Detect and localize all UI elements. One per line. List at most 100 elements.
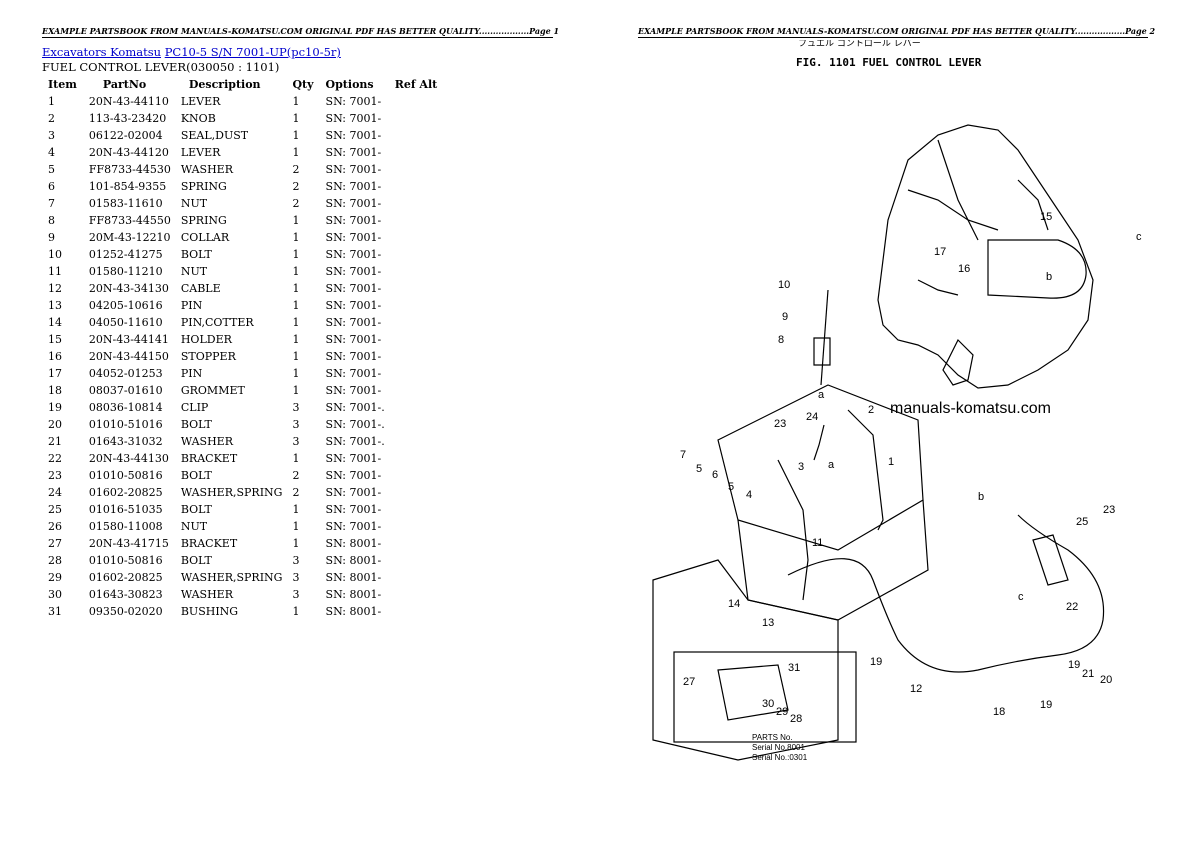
cell-item: 30: [48, 588, 62, 601]
cell-item: 11: [48, 265, 62, 278]
cell-qty: 1: [292, 316, 300, 329]
cell-partno: 06122-02004: [88, 129, 163, 142]
cell-description: WASHER,SPRING: [180, 486, 283, 499]
cell-qty: 3: [292, 418, 300, 431]
cell-qty: 3: [292, 435, 300, 448]
cell-description: BRACKET: [180, 452, 238, 465]
cell-partno: 20M-43-12210: [88, 231, 171, 244]
inset-note-line1: PARTS No.: [752, 733, 793, 742]
page-title: FUEL CONTROL LEVER(030050 : 1101): [42, 60, 280, 74]
callout: 7: [680, 449, 686, 461]
engine-foot: [942, 338, 974, 386]
cell-partno: FF8733-44550: [88, 214, 171, 227]
cell-ref-alt: [389, 365, 444, 382]
cell-item: 26: [48, 520, 62, 533]
cell-ref-alt: [389, 93, 444, 110]
cell-qty: 1: [292, 214, 300, 227]
cell-qty: 1: [292, 265, 300, 278]
callout: a: [818, 389, 825, 401]
cell-partno: 04050-11610: [88, 316, 163, 329]
callout: 29: [776, 706, 788, 718]
cell-qty: 1: [292, 231, 300, 244]
cell-description: GROMMET: [180, 384, 245, 397]
cell-partno: 20N-43-34130: [88, 282, 169, 295]
cell-description: SEAL,DUST: [180, 129, 249, 142]
cell-partno: 01010-50816: [88, 469, 163, 482]
callout: c: [1136, 231, 1142, 243]
cell-partno: 20N-43-44141: [88, 333, 169, 346]
cell-ref-alt: [389, 263, 444, 280]
cell-ref-alt: [389, 161, 444, 178]
cell-options: SN: 7001-.: [325, 435, 385, 448]
breadcrumb-link-category[interactable]: Excavators Komatsu: [42, 45, 162, 59]
breadcrumb-link-model[interactable]: PC10-5 S/N 7001-UP(pc10-5r): [164, 45, 341, 59]
callout: 1: [888, 456, 894, 468]
callout: 23: [1103, 504, 1115, 516]
cell-description: PIN: [180, 299, 203, 312]
callout: 19: [870, 656, 882, 668]
cell-item: 10: [48, 248, 62, 261]
cell-qty: 2: [292, 197, 300, 210]
cell-ref-alt: [389, 399, 444, 416]
cell-qty: 1: [292, 146, 300, 159]
cell-description: WASHER: [180, 163, 233, 176]
callout: 9: [782, 311, 788, 323]
cell-partno: 01643-30823: [88, 588, 163, 601]
cell-description: COLLAR: [180, 231, 230, 244]
cell-item: 21: [48, 435, 62, 448]
cell-item: 17: [48, 367, 62, 380]
cell-ref-alt: [389, 603, 444, 620]
cell-qty: 1: [292, 520, 300, 533]
col-options: Options: [325, 78, 374, 91]
engine-detail-line: [917, 279, 959, 296]
cell-ref-alt: [389, 297, 444, 314]
cell-options: SN: 7001-: [325, 333, 382, 346]
cell-ref-alt: [389, 518, 444, 535]
cell-options: SN: 7001-: [325, 95, 382, 108]
callout: 10: [778, 279, 790, 291]
cell-partno: 20N-43-41715: [88, 537, 169, 550]
cell-options: SN: 7001-: [325, 163, 382, 176]
callout: 19: [1040, 699, 1052, 711]
page1-header: EXAMPLE PARTSBOOK FROM MANUALS-KOMATSU.C…: [42, 26, 560, 38]
figure-title: FIG. 1101 FUEL CONTROL LEVER: [796, 56, 982, 69]
cell-qty: 1: [292, 299, 300, 312]
base-plate: [652, 559, 839, 761]
cell-ref-alt: [389, 535, 444, 552]
cell-qty: 1: [292, 503, 300, 516]
col-item: Item: [48, 78, 77, 91]
cell-options: SN: 8001-: [325, 554, 382, 567]
callout: 19: [1068, 659, 1080, 671]
cell-ref-alt: [389, 552, 444, 569]
callout: 15: [1040, 211, 1052, 223]
cell-qty: 1: [292, 537, 300, 550]
cell-item: 13: [48, 299, 62, 312]
cell-description: BUSHING: [180, 605, 239, 618]
cell-ref-alt: [389, 331, 444, 348]
cell-description: WASHER: [180, 435, 233, 448]
cell-qty: 1: [292, 605, 300, 618]
cell-qty: 1: [292, 333, 300, 346]
inset-box: [673, 651, 857, 743]
watermark: manuals-komatsu.com: [890, 400, 1051, 417]
cell-partno: 20N-43-44150: [88, 350, 169, 363]
callout: 25: [1076, 516, 1088, 528]
cell-item: 23: [48, 469, 62, 482]
callout: b: [978, 491, 984, 503]
cell-options: SN: 7001-: [325, 520, 382, 533]
cell-partno: 20N-43-44130: [88, 452, 169, 465]
cell-partno: 08036-10814: [88, 401, 163, 414]
cell-ref-alt: [389, 433, 444, 450]
cell-ref-alt: [389, 280, 444, 297]
callout: 31: [788, 662, 800, 674]
